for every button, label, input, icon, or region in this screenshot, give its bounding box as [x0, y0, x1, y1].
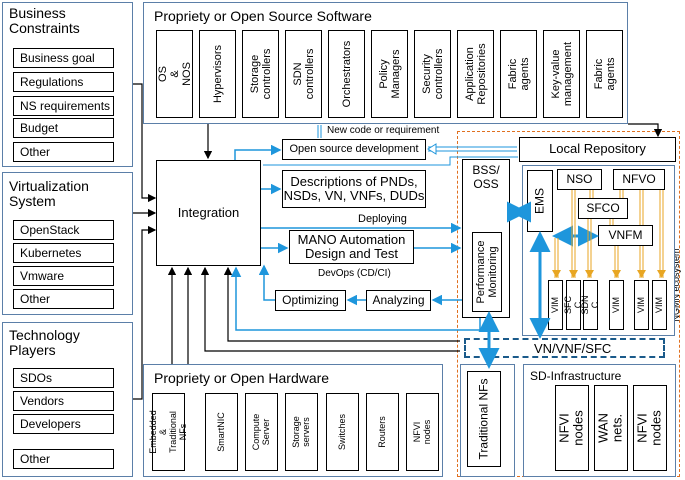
software-item-11: Fabric agents — [586, 30, 623, 118]
integration-box: Integration — [156, 160, 261, 266]
hardware-item-3: Compute Server — [245, 393, 278, 471]
technology-item-sdos: SDOs — [13, 368, 114, 388]
hardware-item-5: Switches — [326, 393, 359, 471]
technology-item-vendors: Vendors — [13, 391, 114, 411]
software-item-5: Orchestrators — [328, 30, 365, 118]
technology-players-panel: Technology Players SDOs Vendors Develope… — [2, 322, 133, 477]
technology-item-other: Other — [13, 449, 114, 469]
software-item-3: Storage controllers — [242, 30, 279, 118]
vim-row-item-3: SDN C — [580, 280, 600, 330]
traditional-nfs-box: Traditional NFs — [467, 371, 501, 467]
optimizing-box: Optimizing — [275, 290, 346, 311]
business-item-regulations: Regulations — [13, 72, 114, 92]
deploying-label: Deploying — [358, 213, 407, 225]
software-item-4: SDN controllers — [285, 30, 322, 118]
software-item-6: Policy Managers — [371, 30, 408, 118]
business-item-business-goal: Business goal — [13, 48, 114, 68]
new-code-label: New code or requirement — [327, 125, 440, 136]
vnfm-box: VNFM — [598, 225, 653, 246]
nso-box: NSO — [557, 169, 602, 190]
hardware-item-7: NFVI nodes — [406, 393, 439, 471]
software-item-8: Application Repositories — [457, 30, 494, 118]
business-item-budget: Budget — [13, 118, 114, 138]
technology-players-title: Technology Players — [9, 327, 80, 359]
virtualization-system-title: Virtualization System — [9, 178, 89, 210]
software-item-2: Hypervisors — [199, 30, 236, 118]
technology-item-developers: Developers — [13, 414, 114, 434]
virtualization-item-other: Other — [13, 289, 114, 309]
software-title: Propriety or Open Source Software — [154, 8, 372, 24]
open-source-dev-box: Open source development — [282, 139, 426, 160]
virtualization-system-panel: Virtualization System OpenStack Kubernet… — [2, 172, 133, 315]
sdi-item-1: NFVI nodes — [555, 385, 589, 471]
analyzing-box: Analyzing — [366, 290, 431, 311]
business-constraints-title: Business Constraints — [9, 5, 80, 37]
sfco-box: SFCO — [578, 198, 628, 219]
vim-row-item-1: VIM — [548, 280, 563, 330]
business-item-ns-requirements: NS requirements — [13, 96, 114, 116]
software-item-9: Fabric agents — [500, 30, 537, 118]
hardware-item-4: Storage servers — [285, 393, 318, 471]
vim-row-item-2: SFC C — [563, 280, 583, 330]
business-constraints-panel: Business Constraints Business goal Regul… — [2, 2, 133, 167]
virtualization-item-kubernetes: Kubernetes — [13, 243, 114, 263]
descriptions-box: Descriptions of PNDs, NSDs, VN, VNFs, DU… — [282, 170, 426, 208]
vim-row-item-6: VIM — [652, 280, 667, 330]
mano-box: MANO Automation Design and Test — [289, 230, 414, 264]
devops-label: DevOps (CD/CI) — [318, 268, 391, 279]
ems-box: EMS — [527, 170, 553, 232]
software-item-10: Key-value management — [543, 30, 580, 118]
local-repository-box: Local Repository — [519, 137, 676, 162]
business-item-other: Other — [13, 142, 114, 162]
vim-row-item-4: VIM — [609, 280, 624, 330]
performance-monitoring-box: Performance Monitoring — [472, 232, 502, 312]
sdi-item-2: WAN nets. — [594, 385, 628, 471]
hardware-title: Propriety or Open Hardware — [154, 370, 330, 386]
sdi-item-3: NFVI nodes — [633, 385, 667, 471]
sd-infrastructure-title: SD-Infrastructure — [530, 369, 622, 383]
vim-row-item-5: VIM — [634, 280, 649, 330]
software-item-7: Security controllers — [414, 30, 451, 118]
virtualization-item-vmware: Vmware — [13, 266, 114, 286]
virtualization-item-openstack: OpenStack — [13, 220, 114, 240]
nfvo-box: NFVO — [613, 169, 665, 190]
vn-vnf-sfc-bar: VN/VNF/SFC — [464, 338, 665, 358]
bss-oss-title: BSS/ OSS — [472, 163, 500, 191]
hardware-item-6: Routers — [366, 393, 399, 471]
software-item-1: OS & NOS — [156, 30, 193, 118]
hardware-item-1: Embedded & Traditional NFs — [148, 393, 187, 471]
hardware-item-2: SmartNIC — [205, 393, 238, 471]
